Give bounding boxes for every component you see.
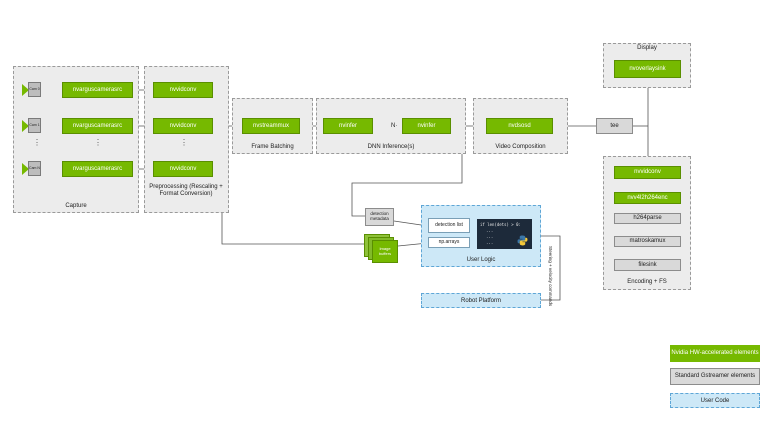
nvv4l2h264enc: nvv4l2h264enc — [614, 192, 681, 204]
code-dots-3: ... — [486, 240, 494, 245]
image-buffers: Image buffers — [372, 240, 398, 263]
camera-lens-icon — [22, 84, 29, 96]
steering-label: Steering + velocity commands — [548, 246, 553, 307]
nvvidconv-n: nvvidconv — [153, 161, 213, 177]
code-dots-1: ... — [486, 228, 494, 233]
h264parse: h264parse — [614, 213, 681, 224]
ellipsis: ⋮ — [180, 138, 188, 147]
detection-metadata: detection metadata — [365, 208, 394, 226]
nvarguscamerasrc-n: nvarguscamerasrc — [62, 161, 133, 177]
camera-0-icon: Cam 0 — [28, 82, 41, 97]
video-composition-label: Video Composition — [495, 144, 546, 150]
python-logo-icon — [517, 235, 528, 246]
frame-batching-label: Frame Batching — [251, 144, 294, 150]
nvinfer-1: nvinfer — [323, 118, 373, 134]
nvstreammux: nvstreammux — [242, 118, 300, 134]
python-code-panel: if len(dets) > 0: ... ... ... — [477, 219, 532, 249]
filesink: filesink — [614, 259, 681, 271]
encoding-nvvidconv: nvvidconv — [614, 166, 681, 179]
np-arrays: np.arrays — [428, 237, 470, 248]
dnn-n-text: N — [391, 123, 396, 129]
encoding-label: Encoding + FS — [627, 279, 667, 285]
camera-1-icon: Cam 1 — [28, 118, 41, 133]
display-label: Display — [637, 45, 657, 51]
camera-lens-icon — [22, 120, 29, 132]
nvarguscamerasrc-0: nvarguscamerasrc — [62, 82, 133, 98]
nvarguscamerasrc-1: nvarguscamerasrc — [62, 118, 133, 134]
nvoverlaysink: nvoverlaysink — [614, 60, 681, 78]
nvinfer-n: nvinfer — [402, 118, 451, 134]
ellipsis: ⋮ — [94, 138, 102, 147]
camera-n-icon: Cam N — [28, 161, 41, 176]
ellipsis: ⋮ — [33, 138, 41, 147]
code-dots-2: ... — [486, 234, 494, 239]
nvvidconv-1: nvvidconv — [153, 118, 213, 134]
legend-standard: Standard Gstreamer elements — [670, 368, 760, 385]
nvvidconv-0: nvvidconv — [153, 82, 213, 98]
dnn-label: DNN Inference(s) — [367, 144, 415, 150]
detection-list: detection list — [428, 218, 470, 233]
camera-lens-icon — [22, 163, 29, 175]
user-logic-label: User Logic — [466, 257, 496, 263]
nvdsosd: nvdsosd — [486, 118, 553, 134]
dnn-n-label: N· — [391, 123, 398, 129]
tee: tee — [596, 118, 633, 134]
legend-nvidia: Nvidia HW-accelerated elements — [670, 345, 760, 362]
code-line: if len(dets) > 0: — [480, 222, 521, 227]
capture-label: Capture — [65, 203, 87, 209]
matroskamux: matroskamux — [614, 236, 681, 247]
robot-platform: Robot Platform — [421, 293, 541, 308]
preprocessing-label: Preprocessing (Rescaling + Format Conver… — [149, 184, 223, 198]
legend-user-code: User Code — [670, 393, 760, 408]
